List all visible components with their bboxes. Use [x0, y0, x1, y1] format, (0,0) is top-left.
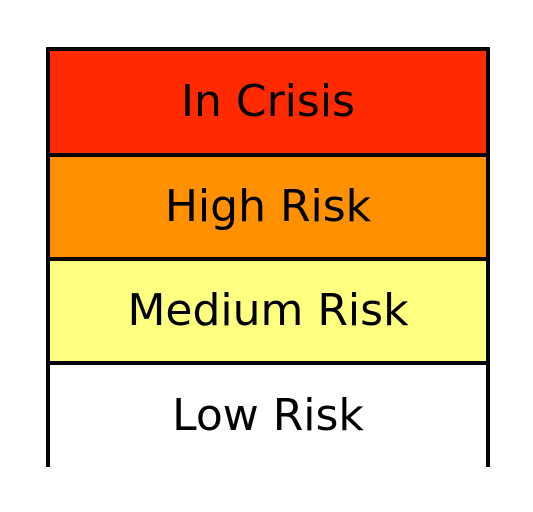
risk-level-scale: In Crisis High Risk Medium Risk Low Risk [46, 47, 490, 467]
risk-level-medium-risk: Medium Risk [50, 261, 486, 365]
risk-level-label: High Risk [164, 181, 372, 232]
risk-level-high-risk: High Risk [50, 157, 486, 261]
risk-level-label: Medium Risk [127, 285, 409, 336]
risk-level-label: Low Risk [172, 390, 364, 441]
risk-level-label: In Crisis [181, 76, 355, 127]
risk-level-in-crisis: In Crisis [50, 51, 486, 157]
risk-level-low-risk: Low Risk [50, 365, 486, 467]
